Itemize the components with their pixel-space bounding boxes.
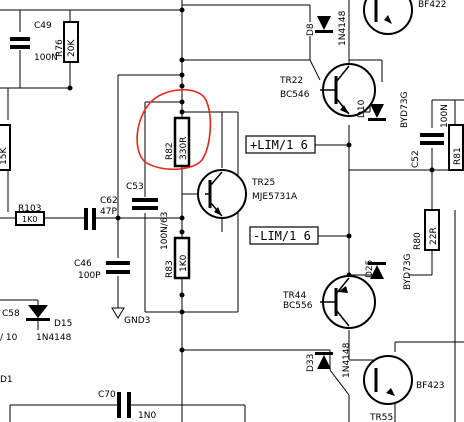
capacitor-c52: 100N C52: [411, 104, 450, 168]
resistor-r103: R103 1K0: [15, 204, 45, 226]
d1-ref: D1: [0, 375, 13, 385]
label-lim-pos: +LIM/1 6: [245, 135, 316, 154]
capacitor-c49: C49 100N: [10, 21, 58, 63]
d25-ref: D25: [365, 260, 375, 278]
r76-ref: R76: [55, 39, 65, 57]
resistor-r82: 330R R82: [165, 116, 191, 168]
tr44-value: BC556: [283, 301, 313, 311]
capacitor-c62: C62 47P: [84, 196, 118, 230]
c49-ref: C49: [34, 21, 52, 31]
c58-ref: C58: [2, 309, 20, 319]
diode-d10: D10 BYD73G: [357, 91, 410, 128]
r76-value: 20K: [67, 39, 77, 57]
d33-value: 1N4148: [342, 342, 352, 378]
d10-ref: D10: [357, 99, 367, 118]
c49-value: 100N: [34, 53, 58, 63]
r82-value: 330R: [179, 137, 189, 160]
c53-value: 100N/63: [160, 212, 170, 250]
d15-value: 1N4148: [36, 333, 72, 343]
diode-d25: D25 BYD73G: [365, 253, 413, 290]
d15-ref: D15: [54, 319, 72, 329]
tr22-value: BC546: [280, 90, 310, 100]
r15k-value: 15K: [0, 147, 9, 165]
r83-value: 1K0: [179, 254, 189, 272]
c62-value: 47P: [100, 207, 117, 217]
c53-ref: C53: [126, 182, 144, 192]
tr44-ref: TR44: [282, 291, 306, 301]
transistor-tr44: TR44 BC556: [282, 275, 376, 329]
gnd3-label: GND3: [124, 316, 150, 326]
resistor-r83: 1K0 R83: [165, 236, 191, 280]
r103-ref: R103: [18, 204, 41, 214]
label-lim-neg: -LIM/1 6: [249, 226, 319, 245]
c62-ref: C62: [100, 196, 118, 206]
junctions: [67, 7, 435, 353]
c46-value: 100P: [78, 271, 101, 281]
tr25-ref: TR25: [251, 178, 275, 188]
c70-ref: C70: [98, 390, 116, 400]
capacitor-c53: C53 100N/63: [126, 182, 170, 250]
r83-ref: R83: [165, 260, 175, 278]
d8-ref: D8: [306, 23, 316, 36]
diode-d8: D8 1N4148: [306, 10, 348, 46]
ground-gnd3: GND3: [111, 307, 150, 326]
c52-value: 100N: [440, 104, 450, 128]
r80-ref: R80: [413, 232, 423, 250]
d25-value: BYD73G: [403, 253, 413, 290]
r80-value: 22R: [429, 227, 439, 245]
tr55-value: BF423: [416, 381, 445, 391]
c58-note: / 10: [0, 333, 18, 343]
resistor-r81: R81: [448, 124, 464, 171]
resistor-r80: 22R R80: [413, 209, 440, 251]
r81-ref: R81: [453, 147, 463, 165]
c70-value: 1N0: [138, 411, 156, 421]
transistor-bf422: BF422: [363, 0, 447, 35]
bf422-value: BF422: [418, 0, 447, 10]
transistor-tr55: BF423 TR55: [363, 355, 445, 422]
tr25-value: MJE5731A: [252, 192, 298, 202]
transistor-tr25: TR25 MJE5731A: [197, 169, 298, 219]
highlight-circle: [136, 88, 212, 171]
tr55-ref: TR55: [369, 413, 393, 422]
d10-value: BYD73G: [400, 91, 410, 128]
capacitor-c46: C46 100P: [74, 259, 130, 281]
lim-pos-text: +LIM/1 6: [250, 138, 308, 152]
c46-ref: C46: [74, 259, 92, 269]
lim-neg-text: -LIM/1 6: [253, 229, 311, 243]
d8-value: 1N4148: [338, 10, 348, 46]
tr22-ref: TR22: [279, 76, 303, 86]
c58-d15-group: C58 D15 1N4148 / 10: [0, 305, 72, 343]
r103-value: 1K0: [22, 215, 37, 224]
r82-ref: R82: [165, 142, 175, 160]
c52-ref: C52: [411, 150, 421, 168]
resistor-15k: 15K: [0, 124, 11, 171]
transistor-tr22: TR22 BC546: [279, 63, 376, 117]
resistor-r76: 20K R76: [55, 21, 79, 63]
d33-ref: D33: [306, 354, 316, 372]
capacitor-c70: C70 1N0: [98, 390, 156, 421]
diode-d33: D33 1N4148: [306, 342, 352, 378]
